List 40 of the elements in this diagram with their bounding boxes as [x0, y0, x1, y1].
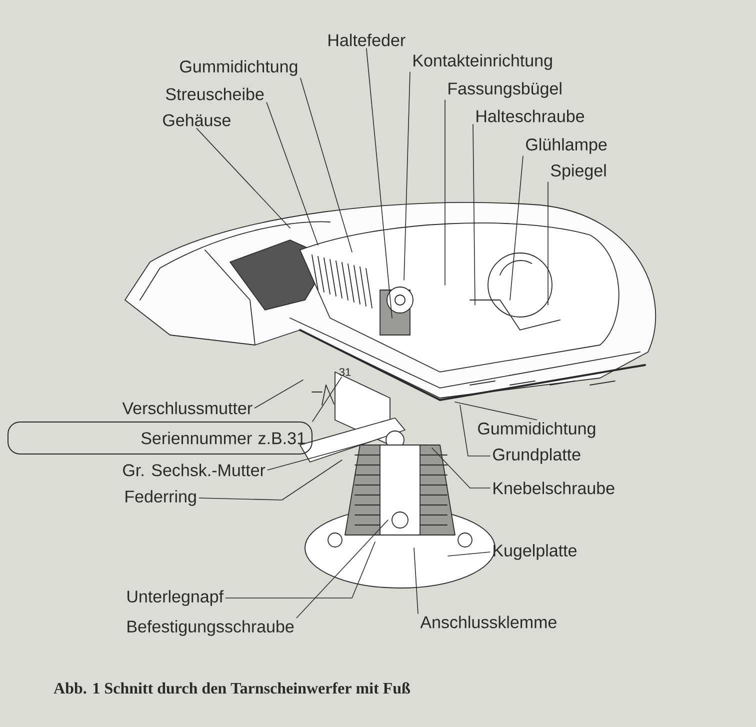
part-label: Gummidichtung	[180, 60, 298, 76]
leader-line	[198, 460, 342, 500]
leader-line	[460, 404, 490, 456]
part-label: Unterlegnapf	[128, 590, 224, 606]
part-number: 31	[339, 368, 351, 376]
part-label: Streuscheibe	[166, 88, 264, 100]
leader-line	[312, 376, 342, 422]
leader-line	[414, 548, 418, 614]
leader-line	[266, 102, 318, 246]
leader-line	[454, 402, 538, 420]
part-label: Federring	[126, 490, 196, 506]
leader-line	[196, 128, 290, 228]
leader-line	[254, 380, 304, 408]
part-label: Kontakteinrichtung	[414, 54, 552, 70]
part-label: Kugelplatte	[494, 544, 576, 560]
part-label: Fassungsbügel	[448, 82, 562, 98]
leader-line	[432, 448, 490, 488]
part-label: Anschlussklemme	[420, 616, 556, 628]
leader-line	[366, 48, 392, 318]
part-label: Verschlussmutter	[122, 402, 252, 414]
part-label: Befestigungsschraube	[128, 620, 294, 636]
leader-line	[472, 124, 476, 306]
caption: Abb. 1 Schnitt durch den Tarnscheinwerfer mit Fuß	[54, 682, 410, 694]
part-label: Gummidichtung	[478, 422, 596, 438]
part-label: Gehäuse	[163, 114, 230, 126]
leader-line	[300, 78, 352, 252]
leader-line	[267, 442, 370, 470]
part-label: Grundplatte	[493, 448, 580, 464]
part-label: Halteschraube	[476, 110, 584, 122]
part-label: Knebelschraube	[494, 482, 614, 494]
leader-line	[444, 100, 446, 286]
leader-line	[510, 156, 524, 300]
part-label: Gr. Sechsk.-Mutter	[123, 464, 266, 476]
leader-line	[296, 520, 388, 618]
leader-line	[404, 72, 410, 280]
outlined-label: Seriennummer z.B.31	[8, 422, 312, 454]
part-label: Glühlampe	[526, 138, 607, 154]
part-label: Haltefeder	[328, 34, 406, 46]
part-label: Spiegel	[550, 164, 606, 180]
leader-line	[225, 542, 376, 598]
